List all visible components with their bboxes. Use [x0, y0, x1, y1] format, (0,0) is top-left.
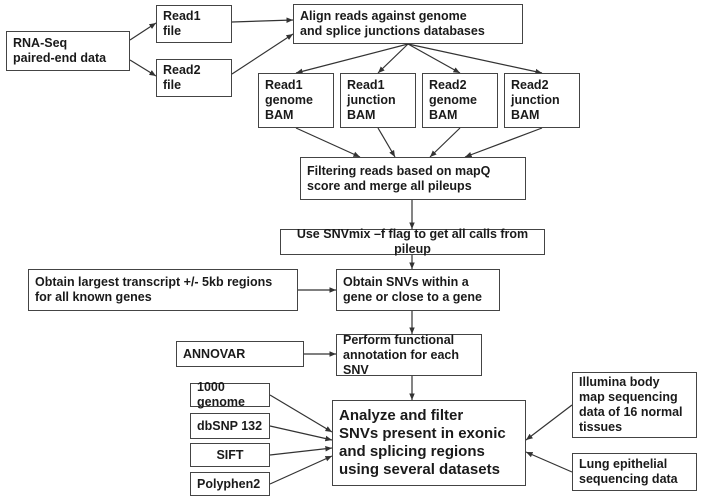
annovar-node: ANNOVAR [176, 341, 304, 367]
dbsnp-node: dbSNP 132 [190, 413, 270, 439]
obtain-snvs-node: Obtain SNVs within a gene or close to a … [336, 269, 500, 311]
arrow-polyphen-to-analyze [269, 455, 333, 485]
arrow-rnaseq-to-read1_file [129, 22, 157, 41]
rnaseq-input-node: RNA-Seq paired-end data [6, 31, 130, 71]
read1-genome-bam-node: Read1 genome BAM [258, 73, 334, 128]
arrow-read2_file-to-align [231, 33, 294, 75]
read1-file-node: Read1 file [156, 5, 232, 43]
arrow-sift-to-analyze [269, 445, 333, 456]
arrow-r1_genome_bam-to-filter [295, 127, 361, 158]
functional-annotation-node: Perform functional annotation for each S… [336, 333, 482, 377]
largest-transcript-node: Obtain largest transcript +/- 5kb region… [28, 269, 298, 311]
polyphen2-node: Polyphen2 [190, 472, 270, 496]
arrow-g1000-to-analyze [269, 394, 333, 433]
read2-genome-bam-node: Read2 genome BAM [422, 73, 498, 128]
arrow-read1_file-to-align [231, 17, 294, 24]
filter-reads-node: Filtering reads based on mapQ score and … [300, 157, 526, 200]
align-reads-node: Align reads against genome and splice ju… [293, 4, 523, 44]
read2-file-node: Read2 file [156, 59, 232, 97]
arrow-r2_junction_bam-to-filter [464, 127, 543, 158]
arrow-r1_junction_bam-to-filter [377, 127, 396, 158]
arrow-align-to-r1_genome_bam [295, 43, 409, 75]
arrow-dbsnp-to-analyze [269, 425, 333, 442]
arrow-illumina-to-analyze [525, 404, 573, 441]
snvmix-node: Use SNVmix –f flag to get all calls from… [280, 227, 545, 256]
lung-epithelial-node: Lung epithelial sequencing data [572, 453, 697, 491]
1000-genome-node: 1000 genome [190, 380, 270, 409]
arrow-align-to-r2_junction_bam [407, 43, 543, 75]
arrow-lung-to-analyze [525, 451, 573, 473]
illumina-body-map-node: Illumina body map sequencing data of 16 … [572, 372, 697, 438]
sift-node: SIFT [190, 443, 270, 467]
read1-junction-bam-node: Read1 junction BAM [340, 73, 416, 128]
arrow-r2_genome_bam-to-filter [429, 127, 461, 158]
arrow-align-to-r2_genome_bam [407, 43, 461, 74]
read2-junction-bam-node: Read2 junction BAM [504, 73, 580, 128]
analyze-filter-snvs-node: Analyze and filter SNVs present in exoni… [332, 400, 526, 486]
arrow-rnaseq-to-read2_file [129, 59, 157, 77]
arrow-align-to-r1_junction_bam [377, 43, 409, 74]
